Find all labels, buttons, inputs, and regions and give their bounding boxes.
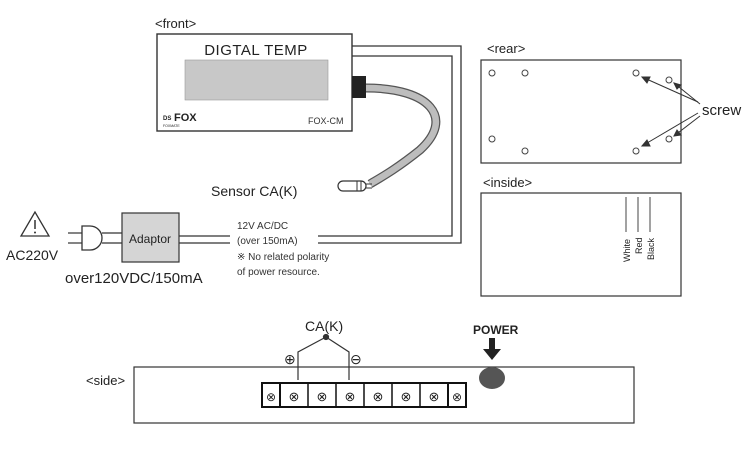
screw-label: screw	[702, 102, 741, 119]
terminal-screw: ⊗	[429, 389, 440, 404]
display-window	[184, 59, 329, 101]
sensor-label: Sensor CA(K)	[211, 183, 297, 199]
inside-panel	[480, 192, 682, 297]
terminal-screw: ⊗	[289, 389, 300, 404]
terminal-screw: ⊗	[401, 389, 412, 404]
ac-label: AC220V	[6, 247, 59, 263]
brand-prefix: DS	[163, 116, 171, 122]
rear-panel	[480, 59, 682, 164]
side-caption: <side>	[86, 373, 125, 388]
adaptor-label: Adaptor	[129, 232, 171, 246]
ac-plug-icon	[68, 225, 103, 251]
end-screw-right: ⊗	[452, 390, 462, 404]
terminal-screw: ⊗	[317, 389, 328, 404]
wire-black-label: Black	[646, 237, 656, 260]
supply-line1: 12V AC/DC	[237, 221, 288, 232]
end-screw-left: ⊗	[266, 390, 276, 404]
front-title: DIGTAL TEMP	[204, 42, 308, 59]
adaptor-box	[121, 212, 180, 263]
power-label: POWER	[473, 323, 519, 337]
front-caption: <front>	[155, 16, 196, 31]
down-arrow-icon	[483, 338, 501, 360]
model-label: FOX-CM	[308, 116, 344, 126]
note-line1: ※ No related polarity	[237, 252, 329, 263]
adaptor-rating: over120VDC/150mA	[65, 270, 203, 287]
plus-symbol: ⊕	[284, 351, 296, 367]
terminal-screw: ⊗	[345, 389, 356, 404]
rear-caption: <rear>	[487, 41, 525, 56]
sensor-connector	[352, 76, 366, 98]
sensor-probe	[337, 180, 372, 192]
brand-sub: FOXMATE	[163, 124, 180, 128]
power-wire-inner	[318, 55, 453, 237]
thermocouple-leads	[297, 333, 350, 380]
terminal-screw: ⊗	[373, 389, 384, 404]
power-led	[479, 367, 505, 389]
wire-white-label: White	[622, 239, 632, 262]
note-line2: of power resource.	[237, 267, 320, 278]
ca-label: CA(K)	[305, 318, 343, 334]
wire-red-label: Red	[634, 237, 644, 254]
front-panel: DIGTAL TEMP DS FOX FOXMATE FOX-CM	[156, 33, 353, 132]
brand-logo: FOX	[174, 112, 197, 124]
warning-triangle-icon	[19, 210, 51, 237]
minus-symbol: ⊖	[350, 351, 362, 367]
supply-line2: (over 150mA)	[237, 236, 298, 247]
power-wire-outer	[318, 45, 462, 244]
screw-arrows	[640, 76, 701, 147]
inside-caption: <inside>	[483, 175, 532, 190]
terminal-block: ⊗ ⊗ ⊗ ⊗ ⊗ ⊗	[261, 382, 467, 408]
